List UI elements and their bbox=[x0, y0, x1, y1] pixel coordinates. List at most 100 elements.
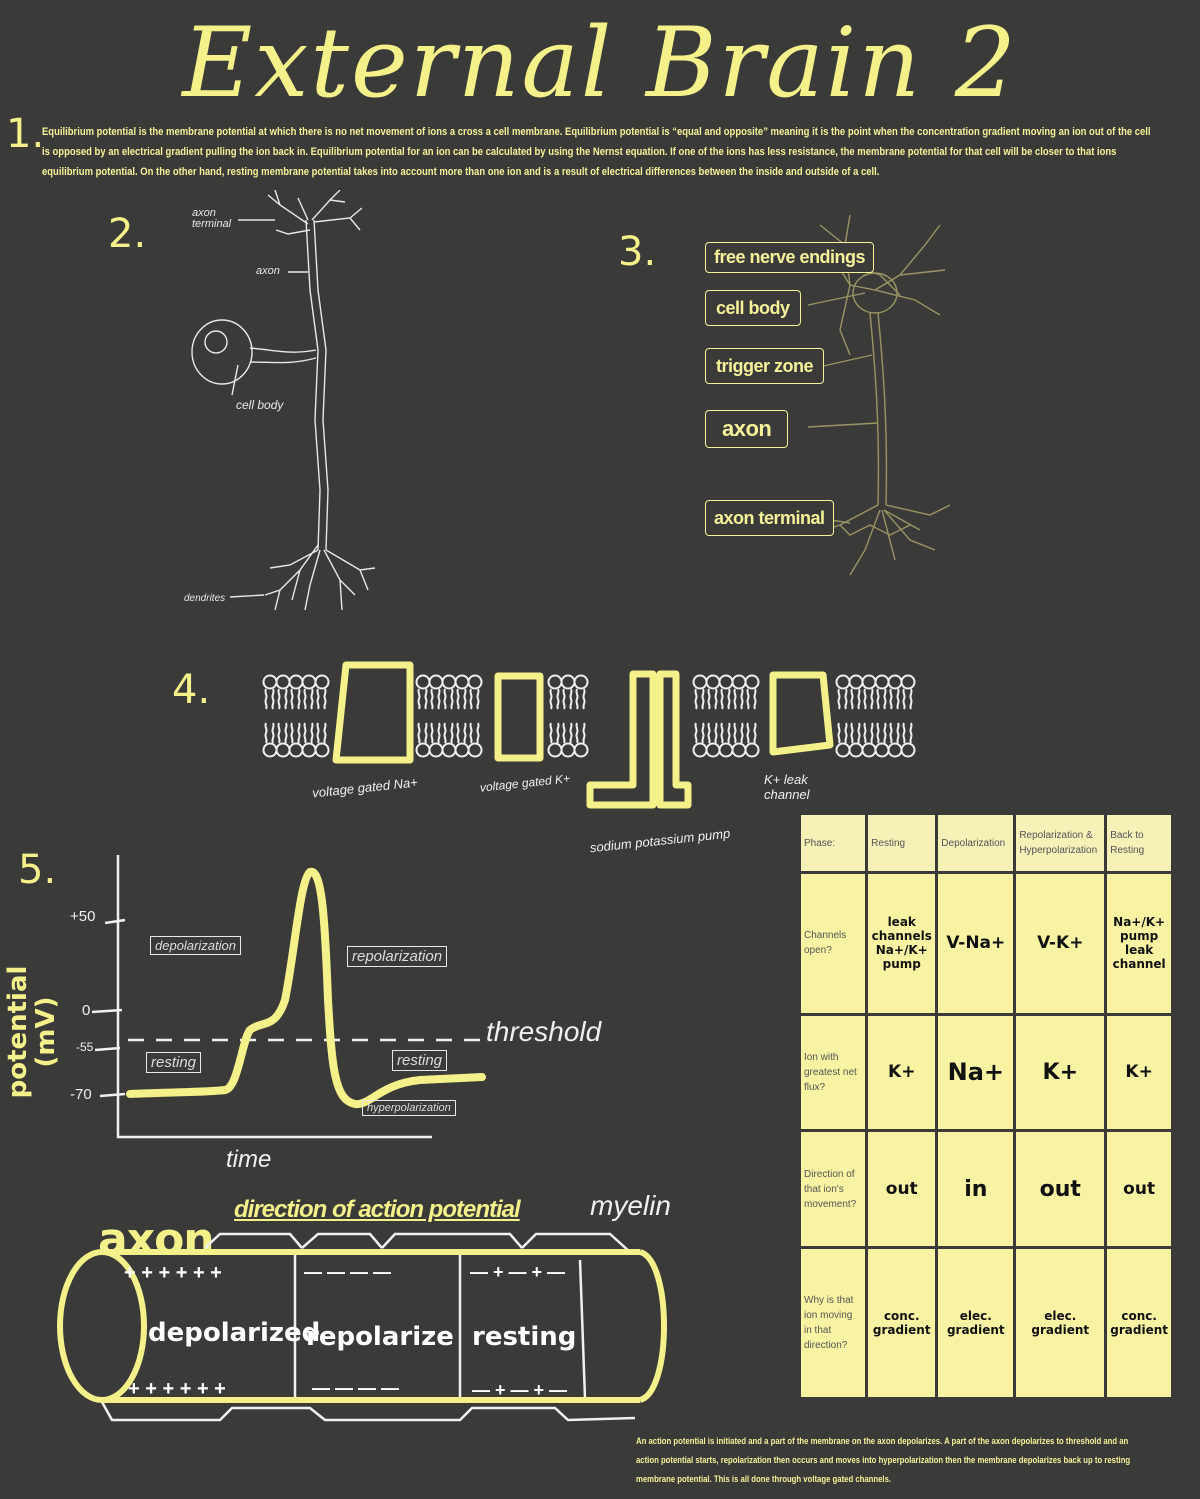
table-cell: Na+ bbox=[938, 1015, 1014, 1130]
cell-membrane-diagram bbox=[262, 661, 916, 809]
phospholipid bbox=[288, 674, 304, 710]
phospholipid bbox=[887, 674, 903, 710]
table-cell: V-Na+ bbox=[938, 874, 1014, 1013]
table-cell: K+ bbox=[868, 1015, 936, 1130]
table-row: Why is that ion moving in that direction… bbox=[801, 1248, 1171, 1397]
summary-paragraph: An action potential is initiated and a p… bbox=[636, 1436, 1131, 1484]
section-number-5: 5. bbox=[18, 847, 57, 893]
phospholipid bbox=[275, 722, 291, 758]
phospholipid bbox=[573, 674, 589, 710]
seg3-bottom-charges: — + — + — bbox=[472, 1380, 568, 1400]
resting-left-box: resting bbox=[146, 1052, 202, 1073]
action-potential-curve bbox=[126, 867, 486, 1109]
hyperpolarization-box: hyperpolarization bbox=[362, 1100, 456, 1116]
table-cell: conc. gradient bbox=[868, 1248, 936, 1397]
myelin-bottom bbox=[100, 1401, 636, 1422]
phospholipid bbox=[441, 722, 457, 758]
phospholipid bbox=[744, 674, 760, 710]
phospholipid bbox=[900, 722, 916, 758]
tick-minus70: -70 bbox=[70, 1086, 92, 1103]
phospholipid bbox=[718, 674, 734, 710]
intro-paragraph: Equilibrium potential is the membrane po… bbox=[42, 126, 1151, 178]
phospholipid bbox=[301, 674, 317, 710]
leak-channel-label: K+ leak channel bbox=[764, 772, 810, 802]
seg3-label: resting bbox=[472, 1322, 577, 1352]
section-number-3: 3. bbox=[618, 229, 657, 275]
phospholipid bbox=[441, 674, 457, 710]
voltage-gated-k-channel-shape bbox=[494, 672, 544, 762]
phospholipid bbox=[573, 722, 589, 758]
page-title: External Brain 2 bbox=[182, 7, 1018, 119]
graph-xlabel: time bbox=[226, 1146, 272, 1173]
leak-channel-shape bbox=[769, 671, 834, 756]
table-header-row: Phase: Resting Depolarization Repolariza… bbox=[801, 815, 1171, 871]
section-number-1: 1. bbox=[6, 111, 45, 157]
table-cell: out bbox=[868, 1132, 936, 1246]
table-header-cell: Repolarization & Hyperpolarization bbox=[1016, 815, 1105, 871]
table-cell: out bbox=[1016, 1132, 1105, 1246]
row-label: Ion with greatest net flux? bbox=[801, 1015, 866, 1130]
table-cell: leak channels Na+/K+ pump bbox=[868, 874, 936, 1013]
phospholipid bbox=[428, 674, 444, 710]
tick-0: 0 bbox=[82, 1002, 91, 1019]
resting-right-box: resting bbox=[392, 1050, 448, 1071]
phospholipid bbox=[547, 722, 563, 758]
pump-left-shape bbox=[586, 670, 657, 809]
neuron1-axon-terminal-label: axon terminal bbox=[192, 207, 232, 230]
threshold-label: threshold bbox=[486, 1016, 602, 1047]
phospholipid bbox=[262, 674, 278, 710]
myelin-label: myelin bbox=[590, 1190, 671, 1221]
axon-cylinder-diagram bbox=[57, 1232, 667, 1422]
table-row: Ion with greatest net flux? K+ Na+ K+ K+ bbox=[801, 1015, 1171, 1130]
phospholipid bbox=[262, 722, 278, 758]
phospholipid bbox=[731, 674, 747, 710]
neuron2-cell-body-label: cell body bbox=[705, 290, 801, 326]
action-potential-graph bbox=[91, 855, 486, 1139]
phospholipid bbox=[547, 674, 563, 710]
graph-ylabel: membrane potential (mV) bbox=[0, 953, 61, 1111]
row-label: Channels open? bbox=[801, 874, 866, 1013]
phospholipid bbox=[692, 722, 708, 758]
neuron1-dendrites-label: dendrites bbox=[184, 593, 226, 604]
neuron2-axon-terminal-label: axon terminal bbox=[705, 500, 834, 536]
phase-table: Phase: Resting Depolarization Repolariza… bbox=[798, 812, 1174, 1400]
phospholipid bbox=[861, 674, 877, 710]
table-cell: elec. gradient bbox=[938, 1248, 1014, 1397]
tick-plus50: +50 bbox=[70, 908, 96, 925]
table-cell: out bbox=[1107, 1132, 1171, 1246]
phospholipid bbox=[705, 722, 721, 758]
phospholipid bbox=[705, 674, 721, 710]
table-header-cell: Back to Resting bbox=[1107, 815, 1171, 871]
table-header-cell: Depolarization bbox=[938, 815, 1014, 871]
phospholipid bbox=[314, 674, 330, 710]
neuron2-trigger-zone-label: trigger zone bbox=[705, 348, 825, 384]
neuron1-axon-label: axon bbox=[256, 265, 280, 277]
phospholipid bbox=[874, 722, 890, 758]
graph-axes bbox=[116, 855, 432, 1139]
phospholipid bbox=[288, 722, 304, 758]
phospholipid bbox=[874, 674, 890, 710]
tick-minus55: -55 bbox=[76, 1040, 94, 1054]
seg2-label: repolarize bbox=[306, 1322, 454, 1352]
table-cell: conc. gradient bbox=[1107, 1248, 1171, 1397]
table-header-cell: Resting bbox=[868, 815, 936, 871]
table-header-cell: Phase: bbox=[801, 815, 866, 871]
voltage-gated-na-channel-shape bbox=[332, 661, 414, 764]
repolarization-box: repolarization bbox=[347, 946, 448, 967]
phospholipid bbox=[848, 674, 864, 710]
phospholipid bbox=[454, 674, 470, 710]
table-cell: V-K+ bbox=[1016, 874, 1105, 1013]
table-cell: Na+/K+ pump leak channel bbox=[1107, 874, 1171, 1013]
seg1-label: depolarized bbox=[148, 1318, 321, 1348]
myelin-top bbox=[204, 1232, 631, 1253]
table-cell: K+ bbox=[1107, 1015, 1171, 1130]
phospholipid bbox=[718, 722, 734, 758]
neuron1-cell-body-label: cell body bbox=[236, 398, 284, 412]
row-label: Why is that ion moving in that direction… bbox=[801, 1248, 866, 1397]
phospholipid bbox=[467, 722, 483, 758]
phospholipid bbox=[744, 722, 760, 758]
phospholipid bbox=[861, 722, 877, 758]
depolarization-box: depolarization bbox=[150, 936, 241, 955]
phospholipid bbox=[415, 722, 431, 758]
seg2-bottom-charges: — — — — bbox=[312, 1378, 400, 1398]
